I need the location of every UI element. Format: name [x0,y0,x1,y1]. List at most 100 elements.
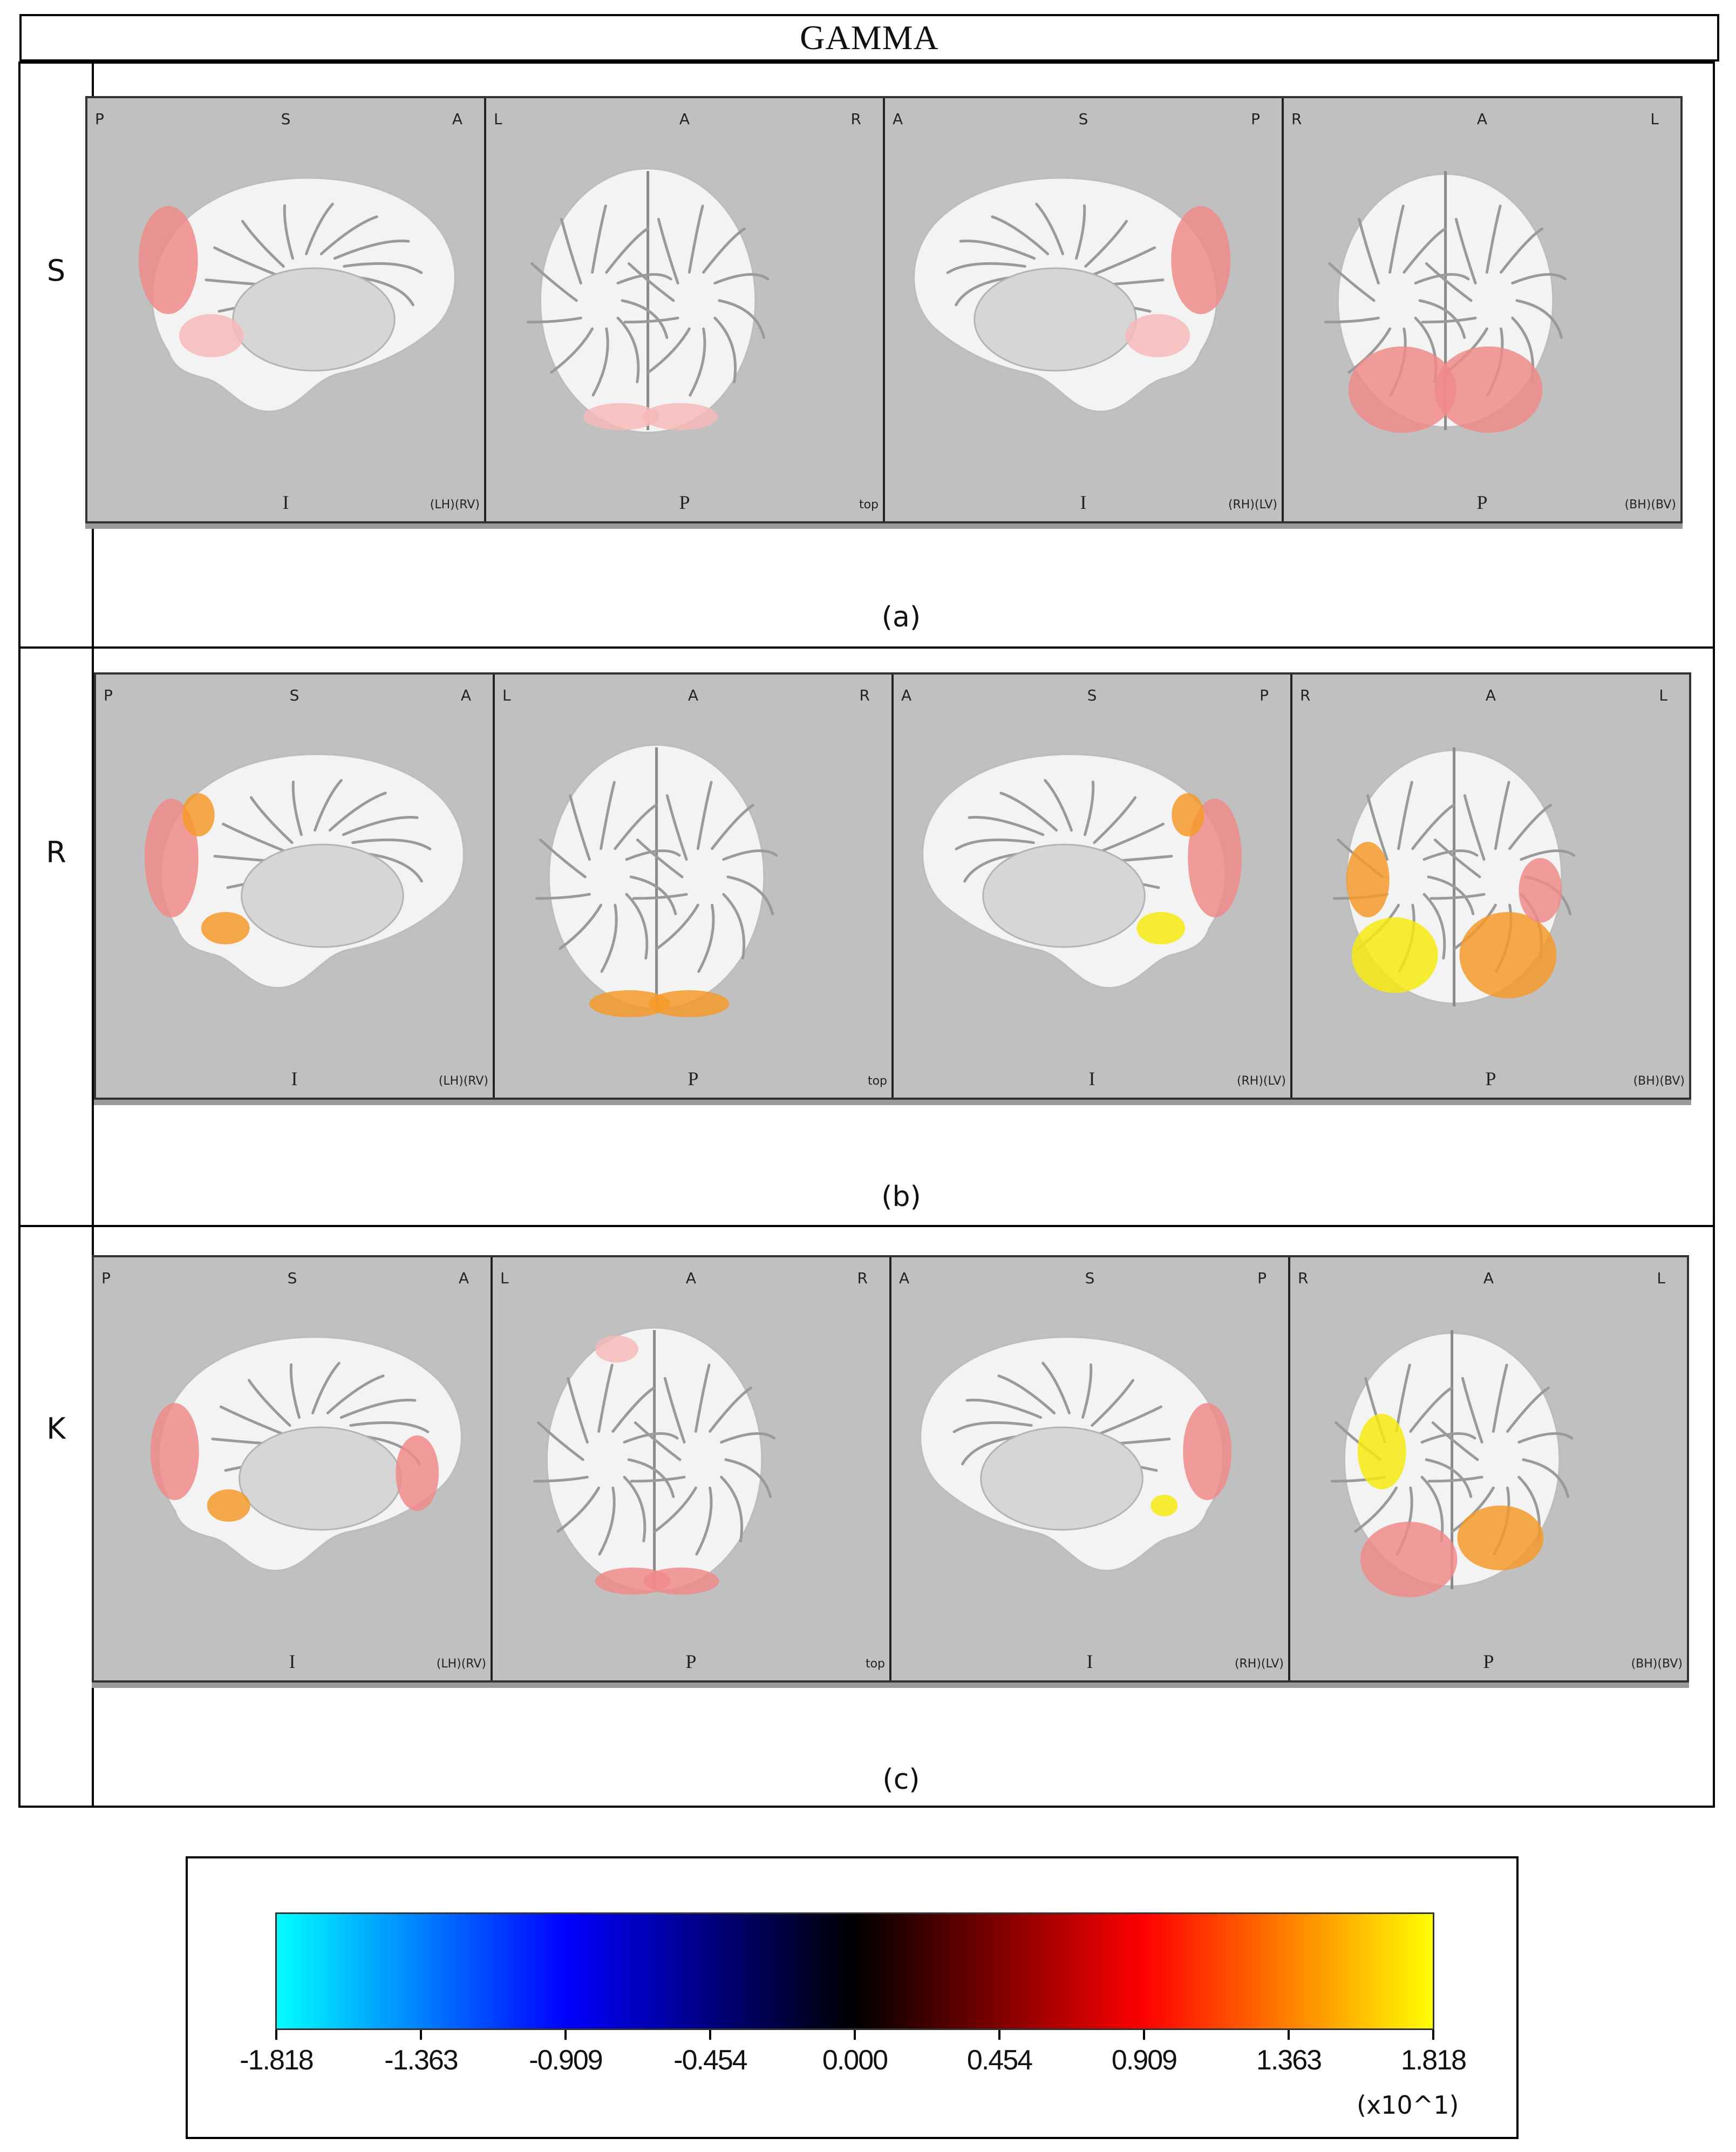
brain-render [533,1326,776,1595]
orientation-label: A [899,1269,910,1287]
activation-spot [144,799,199,917]
orientation-label: L [502,686,511,704]
orientation-label: (RH)(LV) [1228,498,1277,512]
row-label-s: S [46,254,66,288]
activation-spot [179,314,244,357]
orientation-label: I [1086,1651,1093,1672]
orientation-label: R [1298,1269,1309,1287]
sagittal-brain [919,1336,1232,1572]
activation-spot [1357,1414,1406,1489]
activation-spot [1136,912,1186,944]
orientation-label: P [1476,492,1488,513]
activation-spot [583,403,659,430]
orientation-label: P [1485,1068,1496,1089]
row-divider [21,646,1713,649]
orientation-label: R [850,110,861,128]
activation-spot [1360,1522,1458,1597]
colorbar-tick-label: 0.000 [822,2045,888,2076]
orientation-label: I [282,492,289,513]
activation-spot [1457,1506,1544,1570]
orientation-label: A [893,110,903,128]
orientation-label: P [685,1651,697,1672]
activation-spot [1171,206,1231,314]
colorbar-multiplier: (x10^1) [1357,2090,1459,2120]
orientation-label: (LH)(RV) [430,498,480,512]
activation-spot [1434,346,1543,433]
orientation-label: P [1483,1651,1494,1672]
caption-a: (a) [881,601,921,634]
activation-spot [648,990,730,1017]
orientation-label: A [1485,686,1496,704]
orientation-label: P [1260,686,1269,704]
caption-c: (c) [882,1763,920,1796]
colorbar-tick [275,2030,277,2040]
colorbar-tick-label: -0.909 [529,2045,603,2076]
colorbar-tick [420,2030,422,2040]
brain-render [526,167,770,434]
colorbar-tick [1432,2030,1434,2040]
activation-spot [1125,314,1190,357]
brain-render [535,744,778,1017]
activation-spot [1459,912,1557,998]
orientation-label: (RH)(LV) [1234,1657,1284,1671]
colorbar-tick-label: 0.909 [1111,2045,1177,2076]
orientation-label: (RH)(LV) [1236,1074,1286,1088]
brain-render [1330,1330,1574,1597]
colorbar-tick [564,2030,567,2040]
orientation-label: I [289,1651,296,1672]
colorbar-tick-label: -0.454 [673,2045,747,2076]
orientation-label: S [281,110,291,128]
sagittal-brain [913,176,1231,413]
brain-render [913,176,1231,413]
orientation-label: (LH)(RV) [436,1657,486,1671]
figure-table: S R K (a) (b) (c) [18,62,1715,1808]
orientation-label: A [685,1269,697,1287]
sagittal-brain [144,753,465,990]
orientation-label: I [1088,1068,1095,1089]
orientation-label: A [458,1269,469,1287]
orientation-label: S [1087,686,1097,704]
orientation-label: (LH)(RV) [438,1074,488,1088]
orientation-label: P [679,492,690,513]
orientation-label: A [452,110,462,128]
brain-render [919,1336,1232,1572]
activation-spot [643,1568,719,1595]
orientation-label: A [1483,1269,1494,1287]
column-divider [92,64,94,1806]
activation-spot [1351,917,1438,993]
activation-spot [595,1336,638,1363]
activation-spot [1346,842,1390,917]
activation-spot [396,1435,439,1511]
colorbar-gradient [275,1912,1434,2030]
activation-spot [150,1403,199,1500]
figure-title: GAMMA [19,14,1719,62]
activation-spot [182,793,215,836]
orientation-label: I [291,1068,298,1089]
orientation-label: R [1300,686,1311,704]
axial-brain [1330,1330,1574,1597]
orientation-label: L [500,1269,509,1287]
orientation-label: top [865,1657,885,1671]
orientation-label: S [1085,1269,1095,1287]
axial-brain [533,1326,776,1595]
brain-render [138,176,457,413]
activation-spot [1172,793,1204,836]
row-divider [21,1225,1713,1227]
orientation-label: S [287,1269,297,1287]
sagittal-brain [150,1336,463,1572]
activation-spot [1348,346,1456,433]
orientation-label: A [687,686,699,704]
orientation-label: R [1291,110,1302,128]
sagittal-brain [138,176,457,413]
orientation-label: I [1080,492,1087,513]
colorbar-tick [854,2030,856,2040]
